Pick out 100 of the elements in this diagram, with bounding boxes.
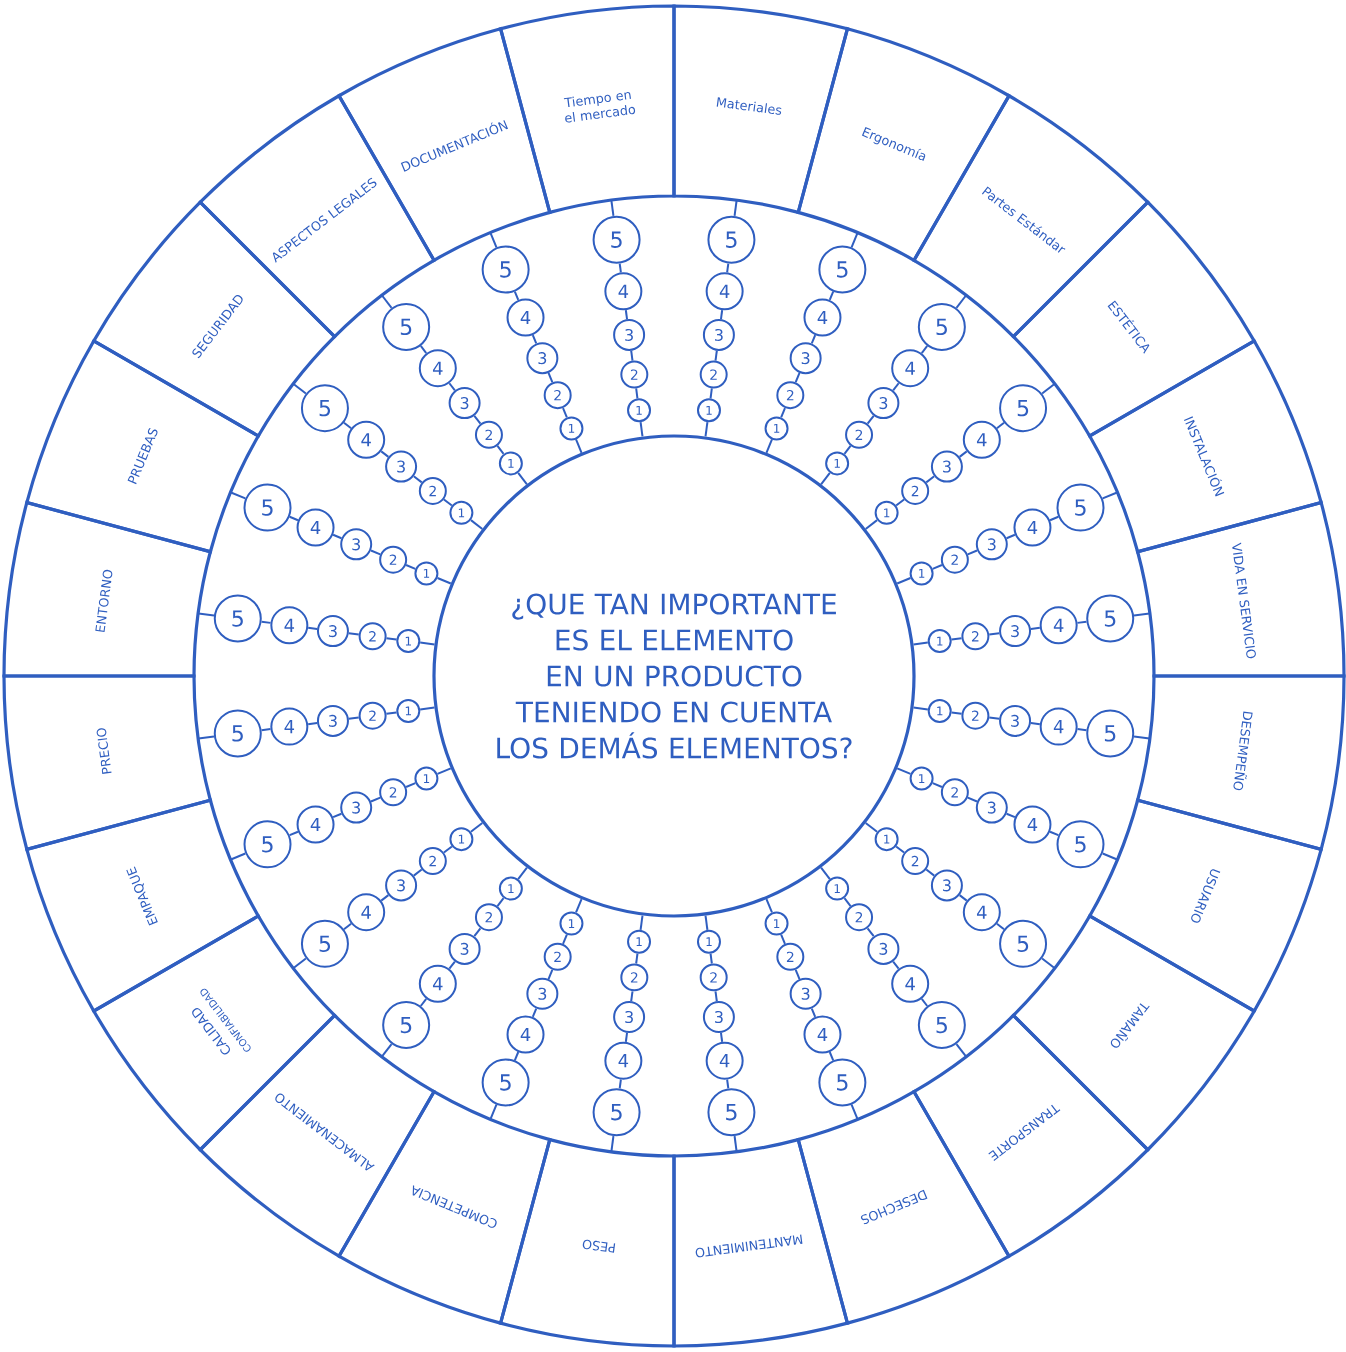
connector-line xyxy=(547,371,554,384)
connector-line xyxy=(1041,383,1056,395)
connector-line xyxy=(442,845,453,854)
connector-line xyxy=(260,728,272,732)
connector-line xyxy=(307,626,319,630)
connector-line xyxy=(966,796,979,803)
connector-line xyxy=(292,957,307,969)
connector-line xyxy=(1101,491,1119,500)
connector-line xyxy=(850,1103,859,1121)
connector-line xyxy=(714,349,718,362)
connector-line xyxy=(419,344,428,355)
connector-line xyxy=(1005,533,1016,540)
connector-line xyxy=(896,577,912,585)
connector-line xyxy=(385,711,398,715)
connector-line xyxy=(895,498,906,507)
connector-line xyxy=(925,868,936,877)
connector-line xyxy=(288,515,299,522)
connector-line xyxy=(381,1043,393,1058)
connector-line xyxy=(496,444,505,455)
connector-line xyxy=(966,549,979,556)
connector-line xyxy=(448,382,456,392)
connector-line xyxy=(920,997,929,1007)
connector-line xyxy=(405,564,417,570)
connector-line xyxy=(229,852,247,861)
connector-line xyxy=(635,387,639,400)
connector-line xyxy=(381,294,393,309)
connector-line xyxy=(292,383,307,395)
connector-line xyxy=(624,309,628,321)
connector-line xyxy=(704,914,709,931)
connector-line xyxy=(630,349,634,362)
connector-line xyxy=(810,334,817,345)
connector-line xyxy=(931,782,943,788)
connector-line xyxy=(630,990,634,1003)
connector-line xyxy=(925,475,936,484)
connector-line xyxy=(720,1031,724,1043)
connector-line xyxy=(765,438,773,454)
connector-line xyxy=(469,519,484,530)
connector-line xyxy=(1101,852,1119,861)
connector-line xyxy=(950,711,963,715)
connector-line xyxy=(995,421,1006,430)
connector-line xyxy=(843,897,852,908)
connector-line xyxy=(1049,830,1060,837)
connector-line xyxy=(229,491,247,500)
connector-line xyxy=(575,438,583,454)
connector-line xyxy=(1041,957,1056,969)
connector-line xyxy=(733,199,738,217)
connector-line xyxy=(1076,620,1088,624)
connector-line xyxy=(1029,721,1041,726)
connector-line xyxy=(765,898,773,914)
connector-line xyxy=(610,1135,615,1153)
connector-line xyxy=(892,382,900,392)
connector-line xyxy=(955,1043,967,1058)
connector-line xyxy=(950,637,963,641)
connector-line xyxy=(1076,728,1088,732)
connector-line xyxy=(896,767,912,775)
connector-line xyxy=(496,897,505,908)
connector-line xyxy=(562,407,568,419)
connector-line xyxy=(412,475,423,484)
connector-line xyxy=(489,1103,498,1121)
connector-line xyxy=(635,952,639,965)
connector-line xyxy=(958,894,968,902)
connector-line xyxy=(714,990,718,1003)
connector-line xyxy=(895,845,906,854)
connector-line xyxy=(380,894,390,902)
connector-line xyxy=(405,782,417,788)
connector-line xyxy=(419,706,436,711)
connector-line xyxy=(531,1007,538,1018)
connector-line xyxy=(1133,612,1151,617)
connector-line xyxy=(288,830,299,837)
connector-line xyxy=(197,612,215,617)
connector-line xyxy=(866,927,875,938)
connector-line xyxy=(931,564,943,570)
connector-line xyxy=(197,735,215,740)
connector-line xyxy=(726,262,730,274)
connector-line xyxy=(473,927,482,938)
connector-line xyxy=(1005,812,1016,819)
connector-line xyxy=(370,796,382,803)
connector-line xyxy=(639,421,644,438)
connector-line xyxy=(547,968,554,980)
connector-line xyxy=(436,577,452,585)
connector-line xyxy=(704,421,709,438)
connector-line xyxy=(733,1135,738,1153)
connector-line xyxy=(988,632,1001,636)
connector-line xyxy=(332,812,343,819)
connector-line xyxy=(419,997,428,1007)
connector-line xyxy=(639,914,644,931)
connector-line xyxy=(1133,735,1151,740)
connector-line xyxy=(866,414,875,425)
connector-line xyxy=(448,960,456,970)
connector-line xyxy=(442,498,453,507)
connector-line xyxy=(709,387,713,400)
connector-line xyxy=(618,262,622,274)
connector-line xyxy=(618,1078,622,1090)
connector-line xyxy=(709,952,713,965)
connector-line xyxy=(726,1078,730,1090)
connector-line xyxy=(958,450,968,458)
connector-line xyxy=(517,866,528,881)
connector-line xyxy=(370,549,382,556)
connector-line xyxy=(794,371,801,384)
connector-line xyxy=(828,1051,835,1062)
